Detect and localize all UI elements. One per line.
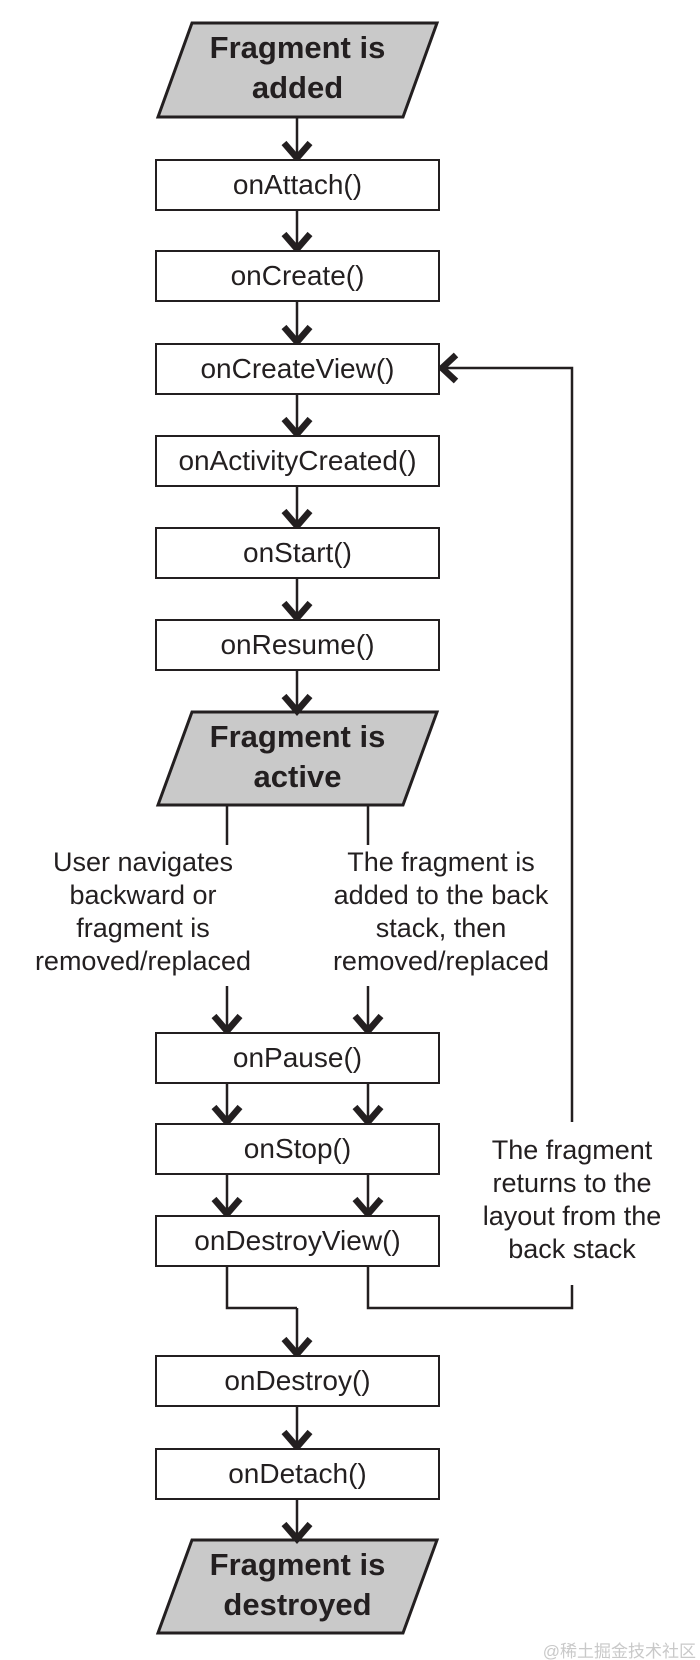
state-shape-fragment-active <box>155 710 440 807</box>
annotation-line: The fragment <box>491 1135 653 1165</box>
arrow-onresume-to-active <box>281 670 313 716</box>
node-onresume: onResume() <box>155 619 440 671</box>
connector-lines <box>211 117 574 1544</box>
annotation-line: The fragment is <box>347 847 535 877</box>
arrow-ondestroy-to-ondetach <box>281 1406 313 1452</box>
state-shape-fragment-added <box>155 21 440 119</box>
node-onpause: onPause() <box>155 1032 440 1084</box>
node-ondestroy: onDestroy() <box>155 1355 440 1407</box>
annotation-left-branch: User navigates backward or fragment is r… <box>13 846 273 978</box>
arrow-oncreate-to-oncreateview <box>281 302 313 347</box>
node-ondestroyview: onDestroyView() <box>155 1215 440 1267</box>
arrow-added-to-onattach <box>281 117 313 163</box>
annotation-line: back stack <box>508 1234 636 1264</box>
annotation-line: removed/replaced <box>34 946 252 976</box>
arrow-ondestroyview-to-ondestroy <box>281 1308 313 1359</box>
merge-line-to-ondestroy <box>225 1267 297 1310</box>
arrow-ondetach-to-destroyed <box>281 1498 313 1544</box>
annotation-line: fragment is <box>76 913 210 943</box>
annotation-line: returns to the <box>492 1168 652 1198</box>
annotation-right-branch: The fragment is added to the back stack,… <box>311 846 571 978</box>
state-label-fragment-added: Fragment is added <box>158 28 437 108</box>
arrow-left-branch-to-onpause <box>211 986 243 1036</box>
node-onattach: onAttach() <box>155 159 440 211</box>
arrow-right-branch-to-onpause <box>352 986 384 1036</box>
arrow-onattach-to-oncreate <box>281 210 313 254</box>
node-onstop: onStop() <box>155 1123 440 1175</box>
arrows-onpause-to-onstop <box>211 1083 384 1127</box>
state-label-line: Fragment is <box>209 1547 386 1582</box>
annotation-line: removed/replaced <box>332 946 550 976</box>
node-oncreateview: onCreateView() <box>155 343 440 395</box>
arrow-onstart-to-onresume <box>281 578 313 623</box>
node-onactivitycreated: onActivityCreated() <box>155 435 440 487</box>
annotation-line: added to the back <box>333 880 549 910</box>
state-label-line: destroyed <box>223 1587 372 1622</box>
state-shape-fragment-destroyed <box>155 1538 440 1635</box>
state-label-fragment-active: Fragment is active <box>158 717 437 797</box>
state-label-line: added <box>251 70 344 105</box>
backstack-loop-lower-segment <box>366 1267 574 1310</box>
state-label-line: active <box>253 759 342 794</box>
annotation-line: stack, then <box>375 913 507 943</box>
arrow-oncreateview-to-onactivitycreated <box>281 393 313 439</box>
node-oncreate: onCreate() <box>155 250 440 302</box>
arrow-onactivitycreated-to-onstart <box>281 487 313 531</box>
watermark: @稀土掘金技术社区 <box>542 1642 696 1660</box>
node-ondetach: onDetach() <box>155 1448 440 1500</box>
state-label-line: Fragment is <box>209 30 386 65</box>
backstack-loop-to-oncreateview <box>437 352 574 1122</box>
arrows-onstop-to-ondestroyview <box>211 1174 384 1219</box>
state-label-line: Fragment is <box>209 719 386 754</box>
annotation-line: layout from the <box>482 1201 662 1231</box>
node-onstart: onStart() <box>155 527 440 579</box>
annotation-line: User navigates <box>52 847 234 877</box>
state-label-fragment-destroyed: Fragment is destroyed <box>158 1545 437 1625</box>
annotation-line: backward or <box>69 880 217 910</box>
annotation-backstack-return: The fragment returns to the layout from … <box>462 1134 682 1266</box>
